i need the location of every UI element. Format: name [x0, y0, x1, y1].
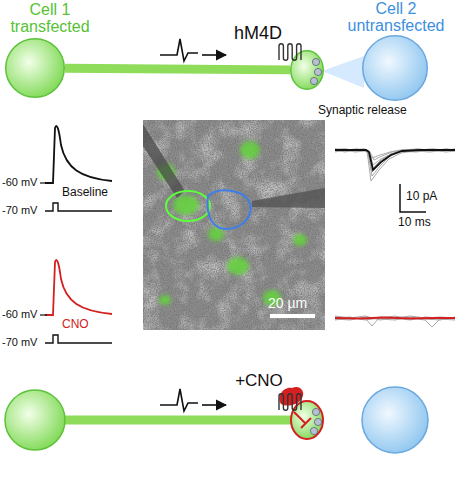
average-trace: [335, 150, 455, 170]
level-tick: [40, 182, 47, 183]
voltage-label: -60 mV: [2, 308, 37, 320]
propagation-arrow: [202, 54, 226, 56]
cell-body: [5, 390, 65, 450]
drug-label: +CNO: [228, 372, 290, 390]
release-fan: [322, 56, 364, 88]
receptor-label: hM4D: [226, 24, 290, 43]
vesicle: [310, 427, 317, 434]
action-potential-icon: [160, 39, 198, 61]
micrograph: [143, 120, 325, 330]
annotation: Synaptic release: [318, 104, 407, 117]
current-trace: [335, 317, 455, 327]
current-trace: [335, 149, 455, 165]
receptor-symbol: [279, 394, 301, 410]
axon: [62, 416, 291, 425]
voltage-label: -60 mV: [2, 176, 37, 188]
fluorescent-cell: [293, 234, 307, 246]
scale-bar: [270, 314, 315, 318]
inhibition-symbol: [294, 412, 311, 428]
voltage-trace: [45, 126, 112, 183]
fluorescent-cell: [159, 295, 171, 305]
voltage-label: -70 mV: [2, 204, 37, 216]
vesicle: [314, 418, 321, 425]
current-traces: [335, 316, 455, 327]
node-shape: [291, 51, 324, 90]
condition-label: Baseline: [62, 186, 108, 199]
voltage-trace: [45, 260, 112, 315]
cell-outline-blue: [208, 190, 251, 228]
node-shape: [6, 39, 65, 98]
vesicle: [312, 408, 319, 415]
current-trace: [335, 317, 455, 320]
scale-label: 10 ms: [398, 216, 431, 229]
current-trace: [335, 317, 455, 326]
action-potential-icon: [160, 389, 198, 411]
propagation-arrow: [202, 404, 226, 406]
micrograph-grain: [143, 120, 325, 330]
current-step: [45, 335, 112, 343]
current-trace: [335, 149, 455, 181]
cell-body: Cell 2 untransfected: [362, 35, 428, 101]
voltage-label: -70 mV: [2, 336, 37, 348]
micrograph-background: [143, 120, 325, 330]
current-trace: [335, 150, 455, 172]
node-outline: [290, 50, 324, 90]
cell-body: [362, 387, 428, 453]
node-shape: [363, 36, 428, 101]
node-outline: [5, 38, 65, 98]
fluorescent-cell: [227, 257, 249, 275]
cell-label: Cell 1 transfected: [0, 2, 105, 36]
current-traces: [335, 149, 455, 181]
vesicle: [310, 77, 317, 84]
fluorescent-cell: [173, 195, 199, 215]
node-outline: [290, 400, 324, 440]
scale-label: 20 µm: [268, 296, 307, 311]
node-shape: [291, 401, 323, 439]
receptor-symbol: [279, 44, 301, 60]
vesicle: [312, 58, 319, 65]
axon-terminal: +CNO: [290, 400, 324, 440]
cell-label: Cell 2 untransfected: [340, 1, 452, 35]
average-trace: [335, 318, 455, 319]
scale-label: 10 pA: [406, 190, 437, 203]
micrograph-texture: [143, 120, 325, 330]
vesicle: [314, 68, 321, 75]
axon: [65, 68, 290, 70]
current-trace: [335, 316, 455, 320]
fluorescent-cells: [157, 141, 307, 306]
axon-terminal: hM4D: [290, 50, 324, 90]
condition-label: CNO: [62, 318, 89, 331]
node-outline: [362, 35, 428, 101]
recording-pipette: [252, 188, 325, 208]
cell-body: Cell 1 transfected: [5, 38, 65, 98]
recording-pipette: [143, 124, 185, 198]
level-tick: [40, 314, 47, 315]
cno-molecule: [279, 387, 303, 406]
fluorescent-cell: [240, 141, 260, 159]
cell-outline-green: [166, 191, 210, 221]
current-step: [45, 203, 112, 211]
current-trace: [335, 149, 455, 176]
